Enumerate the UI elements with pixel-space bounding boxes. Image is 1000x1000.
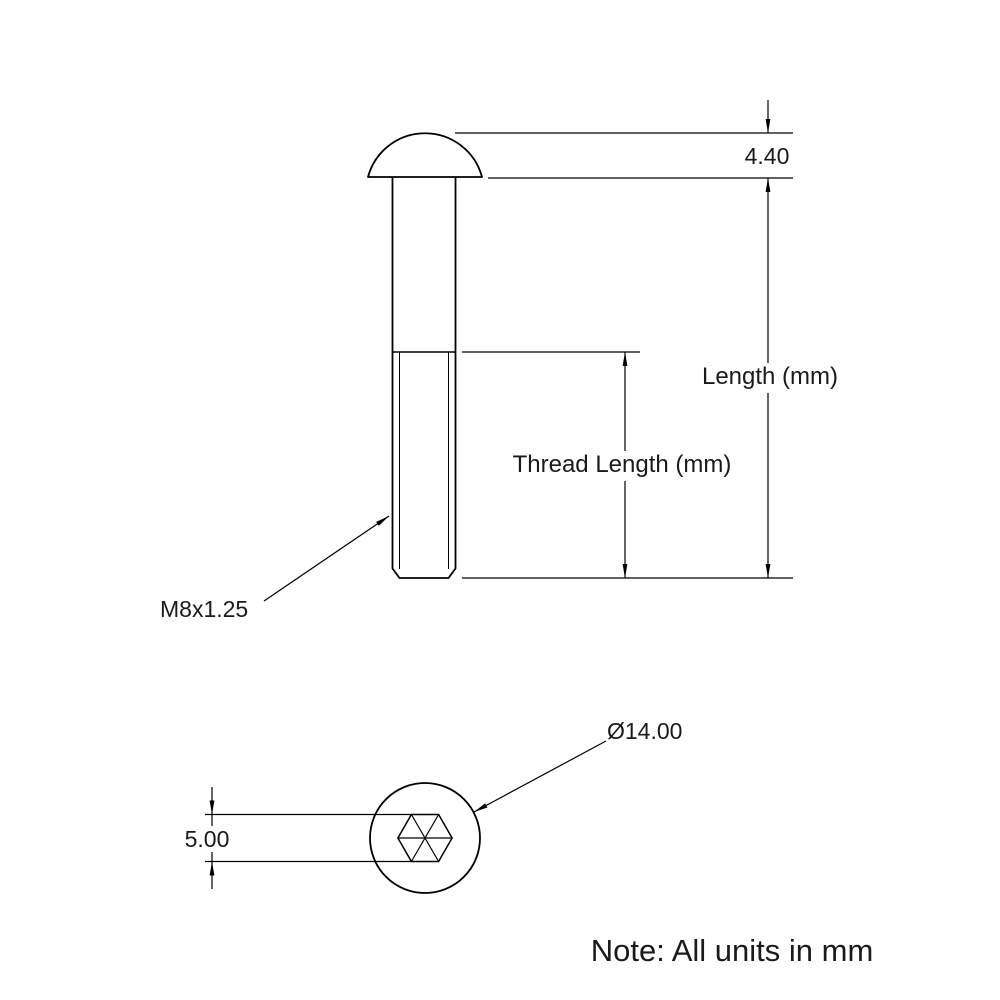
- screw-side-view: [367, 132, 483, 579]
- thread-minor-diameter-lines: [399, 352, 449, 569]
- screw-head-outline: [367, 132, 483, 178]
- screw-top-view: [369, 782, 481, 894]
- thread-spec-label: M8x1.25: [160, 596, 248, 622]
- side-view-dimensions: 4.40 Length (mm) Thread Length (mm) M8x1…: [160, 100, 840, 622]
- screw-body-outline: [391, 177, 457, 579]
- head-height-dimension-label: 4.40: [745, 143, 790, 169]
- thread-length-label-mask: [506, 451, 738, 481]
- socket-size-label-mask: [184, 826, 231, 852]
- head-diameter-label: Ø14.00: [607, 718, 682, 744]
- hex-socket-diagonals: [397, 814, 453, 862]
- top-view-dimensions: Ø14.00 5.00: [184, 718, 682, 889]
- socket-size-label: 5.00: [185, 826, 230, 852]
- head-diameter-leader-line: [473, 740, 607, 813]
- thread-spec-leader-line: [263, 515, 390, 602]
- length-label-mask: [700, 363, 840, 393]
- thread-length-dimension-label: Thread Length (mm): [513, 451, 732, 478]
- units-note: Note: All units in mm: [591, 933, 874, 968]
- length-dimension-label: Length (mm): [702, 363, 838, 390]
